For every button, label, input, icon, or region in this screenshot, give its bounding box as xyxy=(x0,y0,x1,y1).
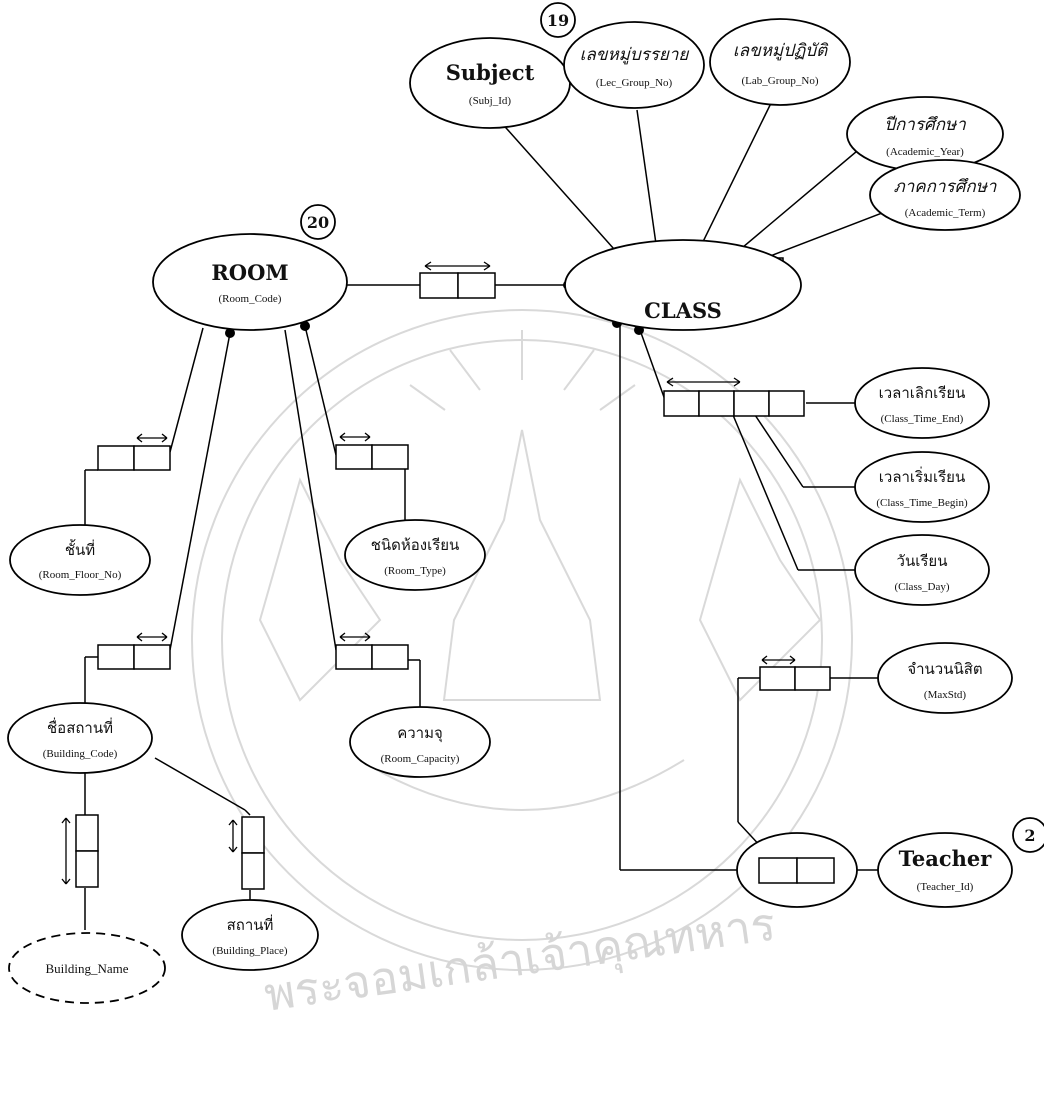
room-capacity-sub: (Room_Capacity) xyxy=(381,753,460,765)
building-place-thai: สถานที่ xyxy=(227,914,274,934)
entity-teacher: Teacher (Teacher_Id) xyxy=(877,832,1013,908)
attr-class-day: วันเรียน (Class_Day) xyxy=(854,534,990,606)
attr-building-code: ชื่อสถานที่ (Building_Code) xyxy=(7,702,153,774)
attr-class-time-begin: เวลาเริ่มเรียน (Class_Time_Begin) xyxy=(854,451,990,523)
room-title: ROOM xyxy=(211,260,288,285)
badge-2-text: 2 xyxy=(1024,826,1035,845)
entity-class: CLASS xyxy=(564,239,802,331)
class-day-sub: (Class_Day) xyxy=(895,581,950,593)
max-std-sub: (MaxStd) xyxy=(924,689,967,701)
room-floor-thai: ชั้นที่ xyxy=(65,539,95,559)
teacher-sub: (Teacher_Id) xyxy=(917,881,974,893)
building-place-sub: (Building_Place) xyxy=(212,945,287,957)
attr-lab-group: เลขหมู่ปฏิบัติ (Lab_Group_No) xyxy=(709,18,851,106)
attr-building-name: Building_Name xyxy=(8,932,166,1004)
class-title: CLASS xyxy=(644,298,722,323)
badge-19: 19 xyxy=(540,2,576,38)
entity-room: ROOM (Room_Code) xyxy=(152,233,348,331)
max-std-thai: จำนวนนิสิต xyxy=(907,660,982,678)
watermark-text: พระจอมเกล้าเจ้าคุณทหาร xyxy=(261,897,779,1024)
building-code-thai: ชื่อสถานที่ xyxy=(47,717,113,737)
academic-term-sub: (Academic_Term) xyxy=(905,207,986,219)
class-time-begin-thai: เวลาเริ่มเรียน xyxy=(879,466,965,486)
subject-title: Subject xyxy=(446,60,535,85)
badge-20-text: 20 xyxy=(307,213,329,232)
lab-group-thai: เลขหมู่ปฏิบัติ xyxy=(733,41,829,61)
attr-room-capacity: ความจุ (Room_Capacity) xyxy=(349,706,491,778)
building-code-sub: (Building_Code) xyxy=(43,748,118,760)
class-time-end-sub: (Class_Time_End) xyxy=(881,413,964,425)
room-capacity-thai: ความจุ xyxy=(397,724,443,743)
badge-19-text: 19 xyxy=(547,11,569,30)
relationship-teacher xyxy=(736,832,858,908)
attr-academic-year: ปีการศึกษา (Academic_Year) xyxy=(846,96,1004,172)
attr-academic-term: ภาคการศึกษา (Academic_Term) xyxy=(869,159,1021,231)
attr-lec-group: เลขหมู่บรรยาย (Lec_Group_No) xyxy=(563,21,705,109)
class-time-end-thai: เวลาเลิกเรียน xyxy=(879,384,966,402)
subject-sub: (Subj_Id) xyxy=(469,95,512,107)
class-time-begin-sub: (Class_Time_Begin) xyxy=(876,497,968,509)
academic-year-sub: (Academic_Year) xyxy=(886,146,964,158)
entity-subject: Subject (Subj_Id) xyxy=(409,37,571,129)
connector-lines xyxy=(84,94,891,930)
academic-year-thai: ปีการศึกษา xyxy=(884,115,966,135)
attr-building-place: สถานที่ (Building_Place) xyxy=(181,899,319,971)
teacher-title: Teacher xyxy=(899,846,993,871)
badge-2: 2 xyxy=(1012,817,1044,853)
lab-group-sub: (Lab_Group_No) xyxy=(742,75,819,87)
room-floor-sub: (Room_Floor_No) xyxy=(39,569,122,581)
attr-room-type: ชนิดห้องเรียน (Room_Type) xyxy=(344,519,486,591)
badge-20: 20 xyxy=(300,204,336,240)
room-type-thai: ชนิดห้องเรียน xyxy=(371,536,460,554)
attr-room-floor: ชั้นที่ (Room_Floor_No) xyxy=(9,524,151,596)
lec-group-sub: (Lec_Group_No) xyxy=(596,77,673,89)
building-name-label: Building_Name xyxy=(45,961,128,976)
academic-term-thai: ภาคการศึกษา xyxy=(894,177,997,197)
lec-group-thai: เลขหมู่บรรยาย xyxy=(580,45,690,65)
attr-class-time-end: เวลาเลิกเรียน (Class_Time_End) xyxy=(854,367,990,439)
attr-max-std: จำนวนนิสิต (MaxStd) xyxy=(877,642,1013,714)
room-type-sub: (Room_Type) xyxy=(384,565,446,577)
room-sub: (Room_Code) xyxy=(219,293,282,305)
class-day-thai: วันเรียน xyxy=(897,552,948,570)
